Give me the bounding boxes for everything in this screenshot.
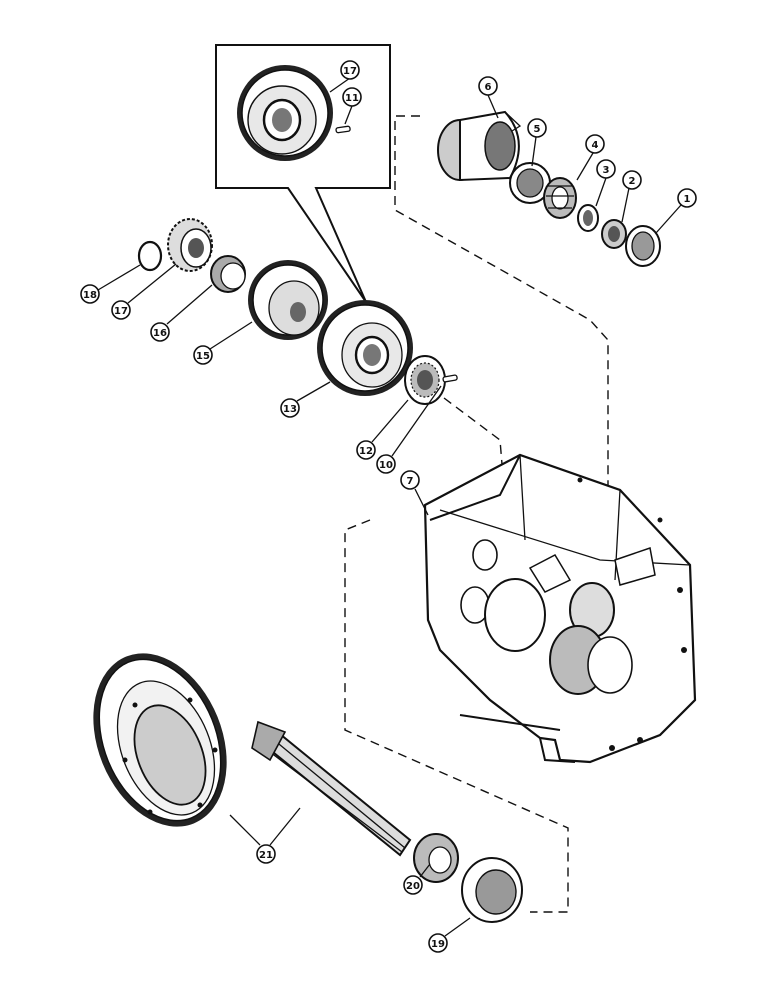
svg-text:15: 15 xyxy=(196,351,210,362)
svg-text:12: 12 xyxy=(359,446,373,457)
svg-text:3: 3 xyxy=(603,165,610,176)
callout-11: 11 xyxy=(342,87,362,107)
callout-10: 10 xyxy=(376,454,396,474)
callout-1: 1 xyxy=(677,188,697,208)
part-10-pin xyxy=(442,374,458,383)
part-11-pin xyxy=(335,125,351,134)
svg-text:16: 16 xyxy=(153,328,167,339)
part-18-snap-ring xyxy=(137,240,163,272)
svg-text:17: 17 xyxy=(114,306,128,317)
callout-4: 4 xyxy=(585,134,605,154)
leader-lines xyxy=(97,77,682,937)
callout-19: 19 xyxy=(428,933,448,953)
part-14-gear xyxy=(237,65,333,161)
svg-text:19: 19 xyxy=(431,939,445,950)
part-2-bearing-cone xyxy=(601,219,627,249)
svg-text:17: 17 xyxy=(343,66,357,77)
callout-21: 21 xyxy=(256,844,276,864)
callout-14: 17 xyxy=(340,60,360,80)
part-1-bearing-cup xyxy=(625,225,661,267)
callout-15: 15 xyxy=(193,345,213,365)
callout-7: 7 xyxy=(400,470,420,490)
part-15-gear xyxy=(248,260,328,340)
part-16-bushing xyxy=(210,255,246,293)
svg-text:10: 10 xyxy=(379,460,393,471)
part-7-transmission-housing xyxy=(423,453,697,764)
pinion-shaft xyxy=(251,720,412,857)
callout-16: 16 xyxy=(150,322,170,342)
inset-detail-box xyxy=(215,44,391,303)
part-13-gear xyxy=(317,300,413,396)
svg-text:20: 20 xyxy=(406,881,420,892)
part-19-bearing-cup xyxy=(461,857,523,923)
part-12-ball-bearing xyxy=(404,355,446,405)
svg-text:21: 21 xyxy=(259,850,273,861)
callout-5: 5 xyxy=(527,118,547,138)
svg-text:1: 1 xyxy=(684,194,691,205)
callout-20: 20 xyxy=(403,875,423,895)
svg-text:7: 7 xyxy=(407,476,414,487)
part-21-ring-gear xyxy=(93,653,227,827)
callout-6: 6 xyxy=(478,76,498,96)
part-3-washer xyxy=(577,204,599,232)
part-5-bearing-cup xyxy=(509,162,551,204)
svg-text:5: 5 xyxy=(534,124,541,135)
callout-13: 13 xyxy=(280,398,300,418)
callout-2: 2 xyxy=(622,170,642,190)
svg-text:18: 18 xyxy=(83,290,97,301)
callout-18: 18 xyxy=(80,284,100,304)
callout-3: 3 xyxy=(596,159,616,179)
part-4-roller-bearing xyxy=(543,177,577,219)
svg-text:13: 13 xyxy=(283,404,297,415)
svg-text:2: 2 xyxy=(629,176,636,187)
svg-text:11: 11 xyxy=(345,93,359,104)
callout-12: 12 xyxy=(356,440,376,460)
part-6-bearing-housing xyxy=(437,110,522,182)
callout-17: 17 xyxy=(111,300,131,320)
part-20-roller-bearing xyxy=(413,833,459,883)
svg-text:4: 4 xyxy=(592,140,599,151)
part-17-small-gear xyxy=(167,218,213,272)
svg-text:6: 6 xyxy=(485,82,492,93)
